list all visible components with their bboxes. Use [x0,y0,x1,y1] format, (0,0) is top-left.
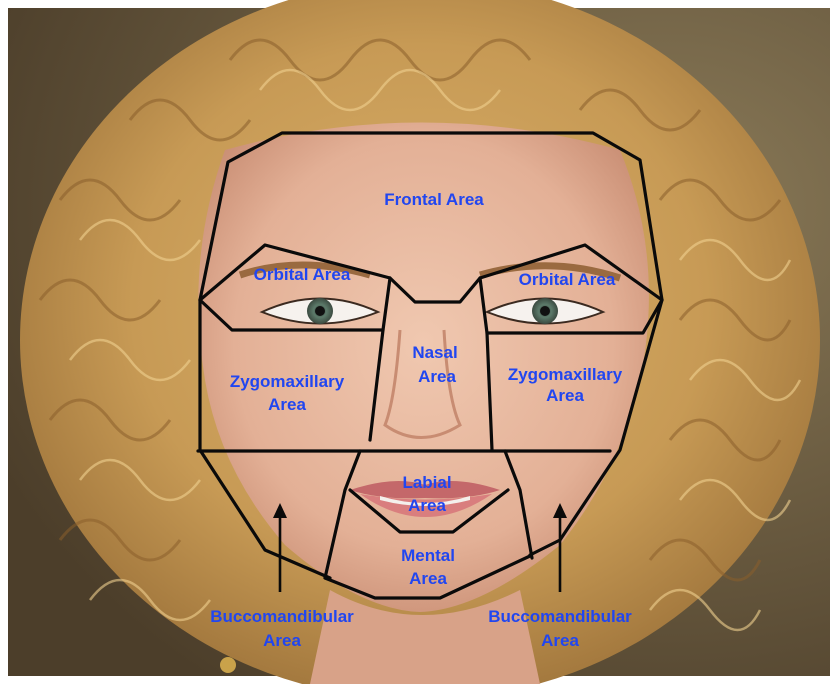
nasal-area-label-line2: Area [418,367,456,386]
orbital-area-left-label: Orbital Area [254,265,351,284]
mental-area-label-line1: Mental [401,546,455,565]
zygomaxillary-area-left-label-line1: Zygomaxillary [230,372,345,391]
zygomaxillary-area-right-label-line2: Area [546,386,584,405]
nasal-area-label-line1: Nasal [412,343,457,362]
frontal-area-label: Frontal Area [384,190,484,209]
mental-area-label-line2: Area [409,569,447,588]
labial-area-label-line1: Labial [402,473,451,492]
necklace-bead [220,657,236,673]
buccomandibular-area-right-label-line1: Buccomandibular [488,607,632,626]
buccomandibular-area-left-label-line2: Area [263,631,301,650]
orbital-area-right-label: Orbital Area [519,270,616,289]
zygomaxillary-area-right-label-line1: Zygomaxillary [508,365,623,384]
buccomandibular-area-left-label-line1: Buccomandibular [210,607,354,626]
buccomandibular-area-right-label-line2: Area [541,631,579,650]
zygomaxillary-area-left-label-line2: Area [268,395,306,414]
labial-area-label-line2: Area [408,496,446,515]
